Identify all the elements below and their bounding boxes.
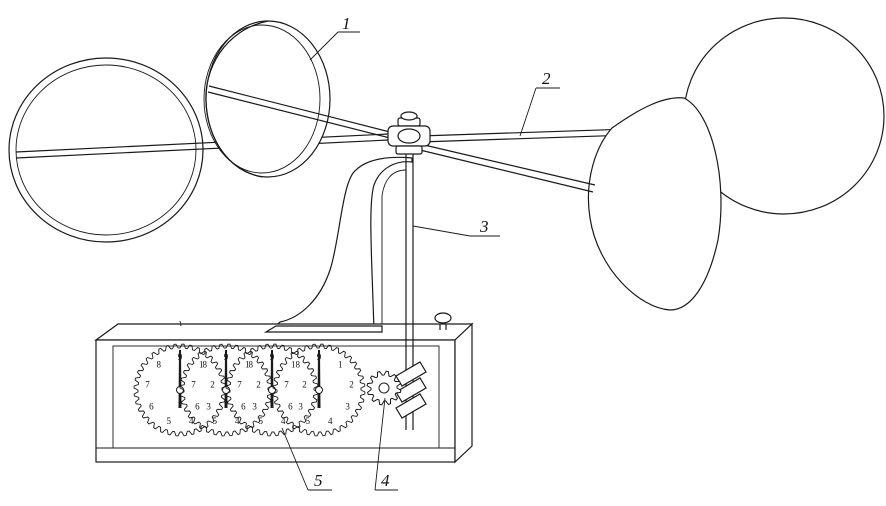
dial-number: 6 (288, 402, 293, 412)
hub (387, 111, 431, 155)
pinion-hub (378, 382, 390, 394)
cup-left (8, 57, 204, 243)
label-worm-gear: 4 (381, 471, 390, 490)
leader-lines (281, 31, 560, 491)
counter-dials: 912345678912345678912345678912345678 (133, 343, 366, 437)
dial-number: 2 (302, 379, 307, 389)
bracket-base (263, 325, 383, 333)
dial-number: 2 (210, 379, 215, 389)
bracket (266, 156, 413, 333)
dial-number: 2 (349, 379, 354, 389)
label-spindle: 3 (479, 217, 489, 236)
dial-number: 5 (305, 416, 310, 426)
dial-number: 1 (291, 360, 296, 370)
dial-hub (315, 386, 323, 394)
dial-number: 6 (241, 402, 246, 412)
arm-left (15, 133, 389, 159)
dial-number: 1 (245, 360, 250, 370)
reset-knob (434, 312, 452, 330)
dial-number: 1 (338, 360, 343, 370)
label-arm: 2 (542, 69, 551, 88)
dial-gear-rim (272, 343, 366, 437)
dial-number: 7 (191, 379, 196, 389)
label-cup: 1 (342, 14, 351, 33)
cup-front (587, 97, 722, 311)
dial-number: 3 (252, 402, 257, 412)
dial-hub (268, 386, 276, 394)
worm-gear (395, 361, 427, 419)
dial-number: 4 (189, 416, 194, 426)
dial-number: 3 (345, 402, 350, 412)
dial-number: 4 (235, 416, 240, 426)
dial-number: 5 (258, 416, 263, 426)
dial-number: 3 (298, 402, 303, 412)
dial-number: 7 (237, 379, 242, 389)
dial-2: 912345678 (179, 343, 273, 437)
dial-number: 3 (206, 402, 211, 412)
dial-number: 7 (145, 379, 150, 389)
dial-4: 912345678 (272, 343, 366, 437)
dial-number: 6 (149, 402, 154, 412)
pinion-gear (366, 370, 402, 406)
dial-number: 8 (296, 360, 301, 370)
dial-pointer (317, 350, 321, 408)
label-counter: 5 (314, 471, 323, 490)
dial-number: 4 (281, 416, 286, 426)
dial-pointer (270, 350, 274, 408)
dial-number: 5 (212, 416, 217, 426)
dial-number: 2 (256, 379, 261, 389)
dial-3: 912345678 (225, 343, 319, 437)
arm-front (419, 143, 596, 193)
dial-number: 8 (157, 360, 162, 370)
dial-number: 8 (249, 360, 254, 370)
dial-number: 1 (199, 360, 204, 370)
cup-back (203, 20, 331, 178)
dial-number: 6 (195, 402, 200, 412)
arm-back (207, 85, 391, 139)
dial-number: 8 (203, 360, 208, 370)
dial-number: 5 (166, 416, 171, 426)
dial-number: 4 (328, 416, 333, 426)
dial-number: 7 (284, 379, 289, 389)
